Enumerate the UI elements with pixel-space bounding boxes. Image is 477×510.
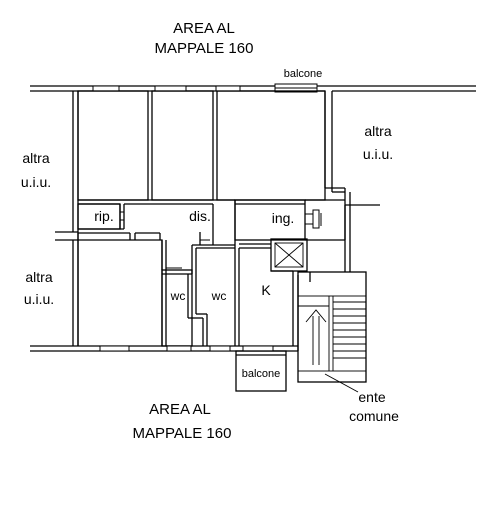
balcony-top-label: balcone — [284, 68, 323, 80]
wc-right-room — [191, 200, 240, 346]
ente-comune-leader — [324, 373, 359, 393]
corridor — [77, 199, 235, 234]
altra-uiu-left-bottom-line1: altra — [25, 269, 52, 285]
lift-shaft — [270, 238, 308, 272]
top-windows — [92, 85, 241, 92]
stairwell — [297, 205, 367, 383]
ente-comune-label-line1: ente — [358, 389, 385, 405]
bottom-windows — [99, 345, 274, 352]
upper-rooms — [77, 90, 380, 206]
ente-comune-label-line2: comune — [349, 408, 399, 424]
bottom-balcony — [235, 350, 287, 392]
room-label-rip: rip. — [94, 208, 113, 224]
room-label-wc-right: wc — [211, 289, 227, 303]
lower-room-left — [77, 232, 167, 346]
room-label-wc-left: wc — [170, 289, 186, 303]
area-top-label-line2: MAPPALE 160 — [155, 40, 254, 57]
area-top-label-line1: AREA AL — [173, 20, 235, 37]
room-label-dis: dis. — [189, 208, 211, 224]
top-balcony — [274, 83, 318, 93]
altra-uiu-left-top-line2: u.i.u. — [21, 174, 51, 190]
balcony-bottom-label: balcone — [242, 368, 281, 380]
area-bottom-label-line2: MAPPALE 160 — [133, 425, 232, 442]
room-label-ing: ing. — [272, 210, 295, 226]
area-bottom-label-line1: AREA AL — [149, 401, 211, 418]
altra-uiu-right-line1: altra — [364, 123, 391, 139]
altra-uiu-right-line2: u.i.u. — [363, 146, 393, 162]
altra-uiu-left-bottom-line2: u.i.u. — [24, 291, 54, 307]
altra-uiu-left-top-line1: altra — [22, 150, 49, 166]
wc-left-room — [161, 267, 204, 347]
room-label-kitchen: K — [261, 282, 271, 298]
